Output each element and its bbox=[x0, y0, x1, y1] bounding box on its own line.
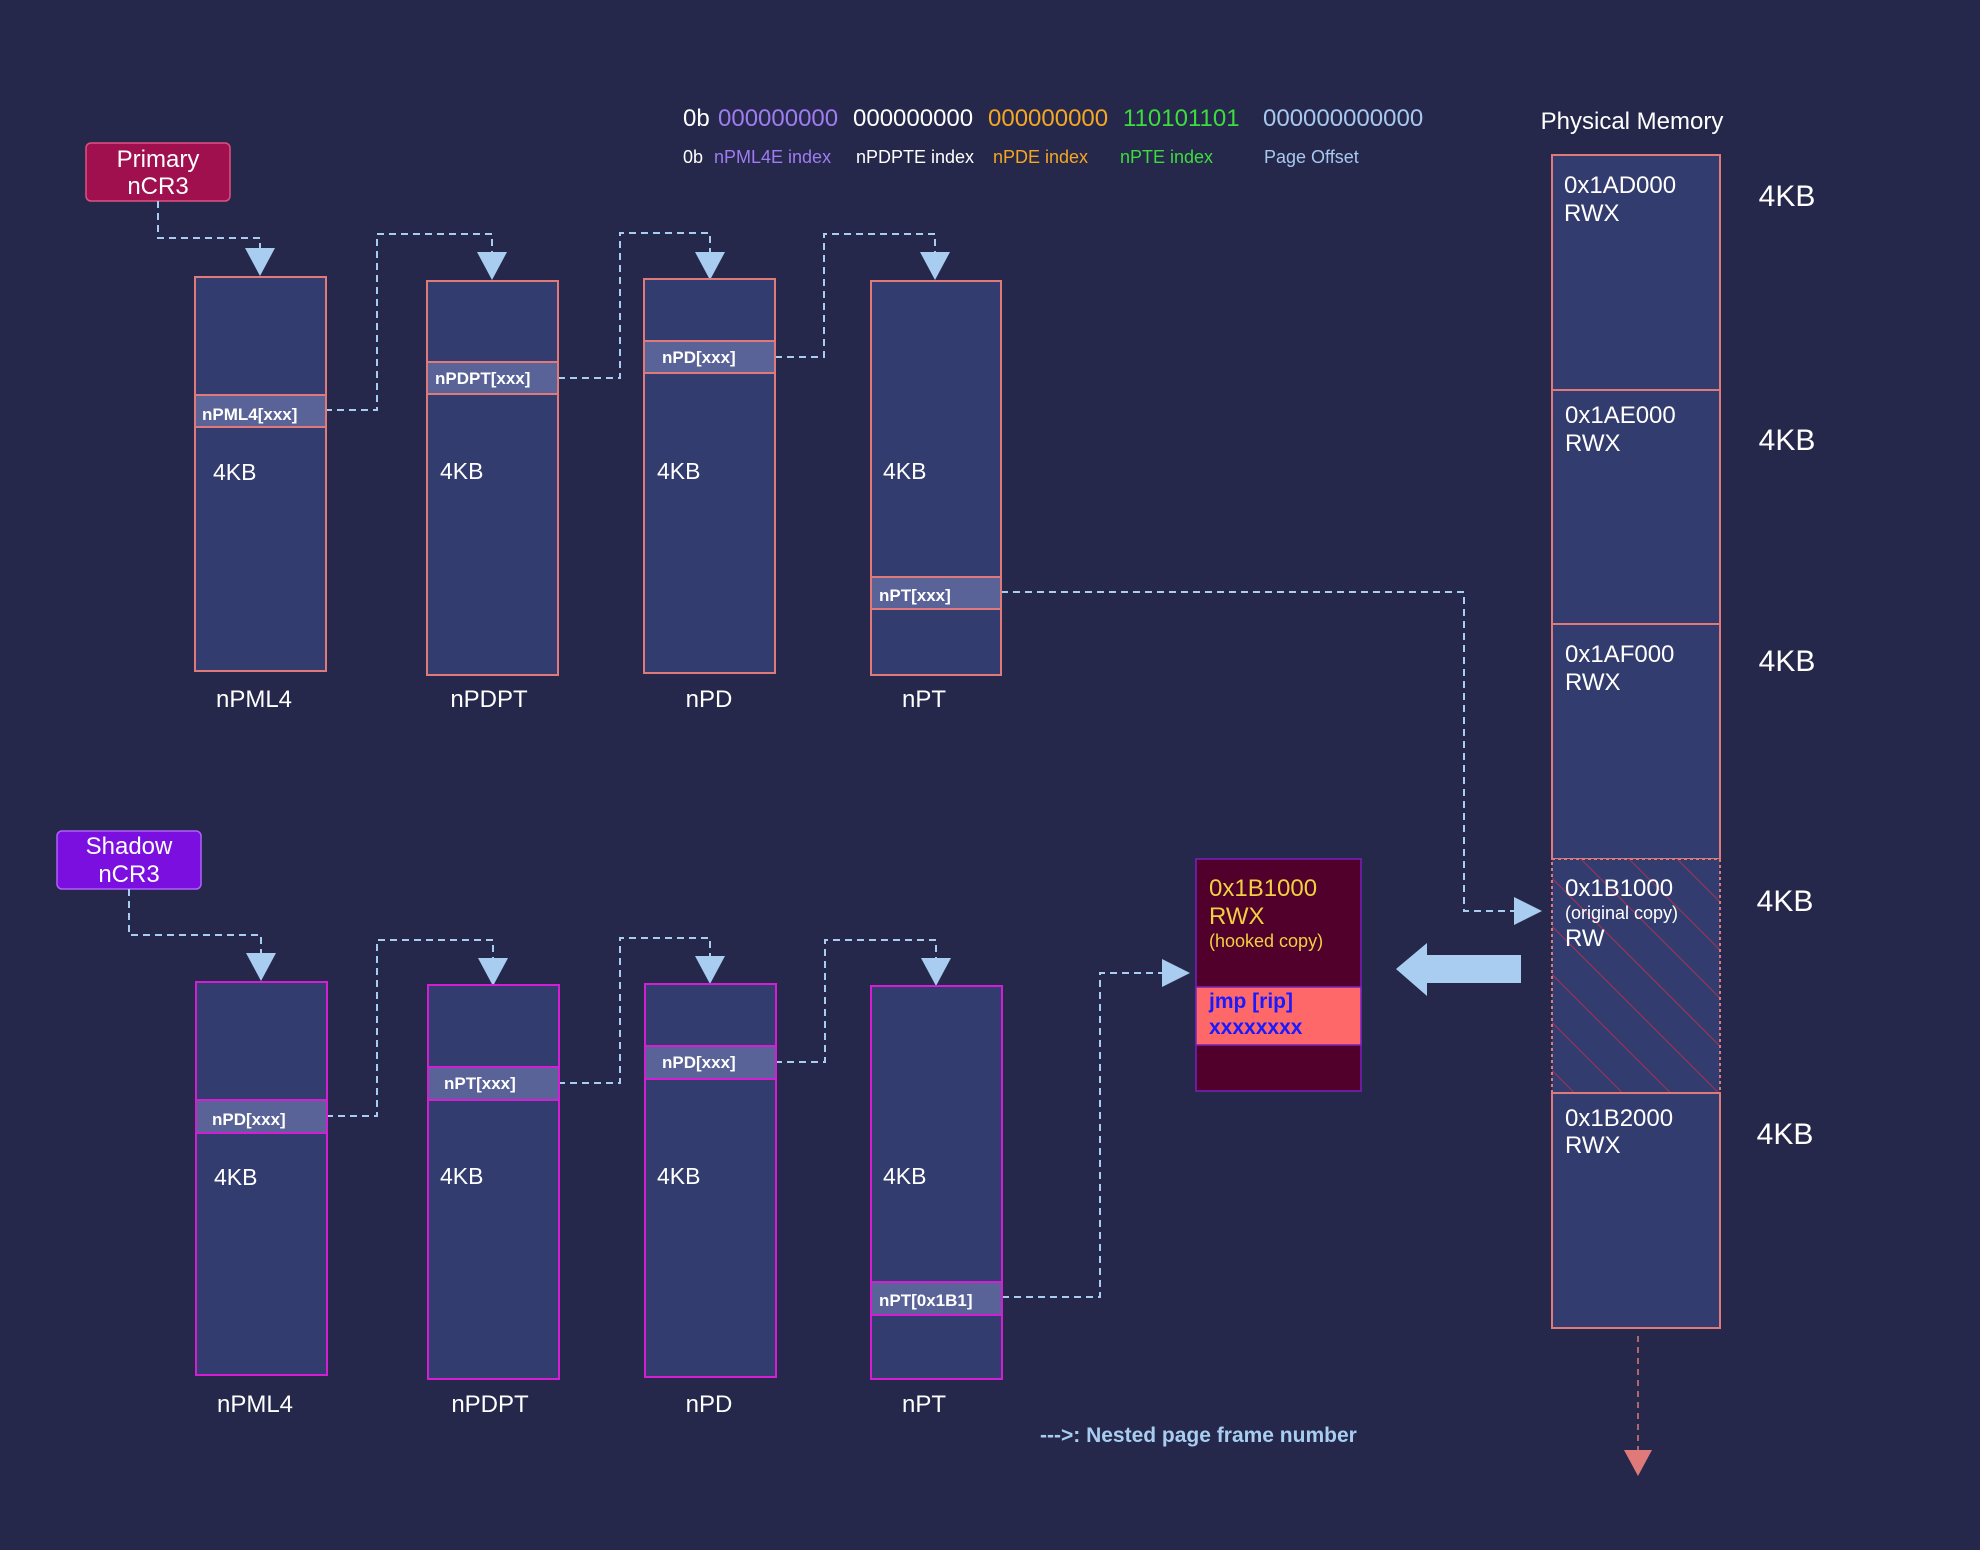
phys-page-address: 0x1B1000 bbox=[1565, 875, 1673, 902]
legend-text: --->: Nested page frame number bbox=[1040, 1424, 1357, 1447]
hooked-code-line2: xxxxxxxx bbox=[1209, 1016, 1303, 1039]
bits-offset: 000000000000 bbox=[1263, 105, 1423, 132]
phys-page-address: 0x1AE000 bbox=[1565, 402, 1676, 429]
primary-npdpt-entry: nPDPT[xxx] bbox=[435, 369, 530, 388]
bits-pdpte: 000000000 bbox=[853, 105, 973, 132]
shadow-npt-entry: nPT[0x1B1] bbox=[879, 1291, 973, 1310]
primary-npml4-name: nPML4 bbox=[216, 686, 292, 713]
primary-label-line1: Primary bbox=[117, 146, 200, 173]
bits-pml4e: 000000000 bbox=[718, 105, 838, 132]
shadow-npd-table: nPD[xxx] 4KB nPD bbox=[644, 983, 777, 1418]
phys-page-address: 0x1B2000 bbox=[1565, 1105, 1673, 1132]
shadow-npd-name: nPD bbox=[686, 1391, 733, 1418]
phys-page-note: (original copy) bbox=[1565, 903, 1678, 923]
phys-page-size: 4KB bbox=[1759, 424, 1816, 457]
shadow-npdpt-table: nPT[xxx] 4KB nPDPT bbox=[427, 984, 560, 1418]
shadow-tables: nPD[xxx] 4KB nPML4 nPT[xxx] 4KB nPDPT nP… bbox=[195, 981, 1003, 1418]
primary-npt-entry: nPT[xxx] bbox=[879, 586, 951, 605]
hooked-address: 0x1B1000 bbox=[1209, 875, 1317, 902]
phys-page-1b1000-original: 0x1B1000 (original copy) RW 4KB bbox=[1551, 858, 1814, 1094]
primary-npml4-size: 4KB bbox=[213, 459, 256, 485]
phys-page-perm: RWX bbox=[1565, 1132, 1621, 1159]
hooked-perm: RWX bbox=[1209, 903, 1265, 930]
phys-page-perm: RWX bbox=[1565, 669, 1621, 696]
bits-prefix: 0b bbox=[683, 105, 710, 132]
bits-pte: 110101101 bbox=[1123, 105, 1240, 132]
phys-page-address: 0x1AF000 bbox=[1565, 641, 1674, 668]
bits-pde: 000000000 bbox=[988, 105, 1108, 132]
phys-page-perm: RWX bbox=[1564, 200, 1620, 227]
primary-npd-name: nPD bbox=[686, 686, 733, 713]
primary-npdpt-size: 4KB bbox=[440, 458, 483, 484]
shadow-npdpt-name: nPDPT bbox=[451, 1391, 529, 1418]
label-pml4e: nPML4E index bbox=[714, 147, 831, 167]
phys-page-1ad000: 0x1AD000 RWX 4KB bbox=[1551, 154, 1816, 391]
memory-continuation-arrow bbox=[1624, 1450, 1652, 1476]
phys-page-perm: RWX bbox=[1565, 430, 1621, 457]
label-offset: Page Offset bbox=[1264, 147, 1359, 167]
shadow-npt-table: nPT[0x1B1] 4KB nPT bbox=[870, 985, 1003, 1418]
label-pte: nPTE index bbox=[1120, 147, 1213, 167]
shadow-npml4-table: nPD[xxx] 4KB nPML4 bbox=[195, 981, 328, 1418]
primary-npt-size: 4KB bbox=[883, 458, 926, 484]
label-pde: nPDE index bbox=[993, 147, 1088, 167]
address-bits: 0b 000000000 000000000 000000000 1101011… bbox=[683, 105, 1423, 167]
phys-page-size: 4KB bbox=[1757, 885, 1814, 918]
physical-memory: Physical Memory 0x1AD000 RWX 4KB 0x1AE00… bbox=[1541, 108, 1816, 1476]
physical-memory-title: Physical Memory bbox=[1541, 108, 1724, 135]
primary-npt-name: nPT bbox=[902, 686, 946, 713]
primary-label-line2: nCR3 bbox=[127, 173, 188, 200]
phys-page-address: 0x1AD000 bbox=[1564, 172, 1676, 199]
shadow-ncr3-badge: Shadow nCR3 bbox=[56, 830, 202, 890]
shadow-npdpt-entry: nPT[xxx] bbox=[444, 1074, 516, 1093]
shadow-label-line1: Shadow bbox=[86, 833, 173, 860]
label-pdpte: nPDPTE index bbox=[856, 147, 974, 167]
phys-page-size: 4KB bbox=[1759, 645, 1816, 678]
phys-page-size: 4KB bbox=[1757, 1118, 1814, 1151]
copy-arrow bbox=[1396, 943, 1521, 996]
shadow-label-line2: nCR3 bbox=[98, 861, 159, 888]
phys-page-1b2000: 0x1B2000 RWX 4KB bbox=[1551, 1092, 1814, 1329]
pointer-arrowheads bbox=[245, 248, 1542, 987]
hooked-note: (hooked copy) bbox=[1209, 931, 1323, 951]
label-prefix: 0b bbox=[683, 147, 703, 167]
primary-npml4-table: nPML4[xxx] 4KB nPML4 bbox=[194, 276, 327, 713]
shadow-npt-name: nPT bbox=[902, 1391, 946, 1418]
primary-npdpt-table: nPDPT[xxx] 4KB nPDPT bbox=[426, 280, 559, 713]
phys-page-perm: RW bbox=[1565, 925, 1605, 952]
pointer-lines bbox=[128, 201, 1520, 1298]
primary-npdpt-name: nPDPT bbox=[450, 686, 528, 713]
primary-npt-table: nPT[xxx] 4KB nPT bbox=[870, 280, 1002, 713]
phys-page-size: 4KB bbox=[1759, 180, 1816, 213]
shadow-npt-size: 4KB bbox=[883, 1163, 926, 1189]
shadow-npml4-entry: nPD[xxx] bbox=[212, 1110, 286, 1129]
phys-page-1ae000: 0x1AE000 RWX 4KB bbox=[1551, 389, 1816, 625]
shadow-npml4-name: nPML4 bbox=[217, 1391, 293, 1418]
hooked-code-line1: jmp [rip] bbox=[1208, 990, 1293, 1013]
shadow-npd-entry: nPD[xxx] bbox=[662, 1053, 736, 1072]
primary-npd-size: 4KB bbox=[657, 458, 700, 484]
primary-npml4-entry: nPML4[xxx] bbox=[202, 405, 297, 424]
shadow-npml4-size: 4KB bbox=[214, 1164, 257, 1190]
shadow-npd-size: 4KB bbox=[657, 1163, 700, 1189]
primary-tables: nPML4[xxx] 4KB nPML4 nPDPT[xxx] 4KB nPDP… bbox=[194, 276, 1002, 713]
hooked-page: 0x1B1000 RWX (hooked copy) jmp [rip] xxx… bbox=[1195, 858, 1362, 1092]
primary-npd-entry: nPD[xxx] bbox=[662, 348, 736, 367]
primary-npd-table: nPD[xxx] 4KB nPD bbox=[643, 278, 776, 713]
primary-ncr3-badge: Primary nCR3 bbox=[85, 142, 231, 202]
phys-page-1af000: 0x1AF000 RWX 4KB bbox=[1551, 623, 1816, 860]
shadow-npdpt-size: 4KB bbox=[440, 1163, 483, 1189]
